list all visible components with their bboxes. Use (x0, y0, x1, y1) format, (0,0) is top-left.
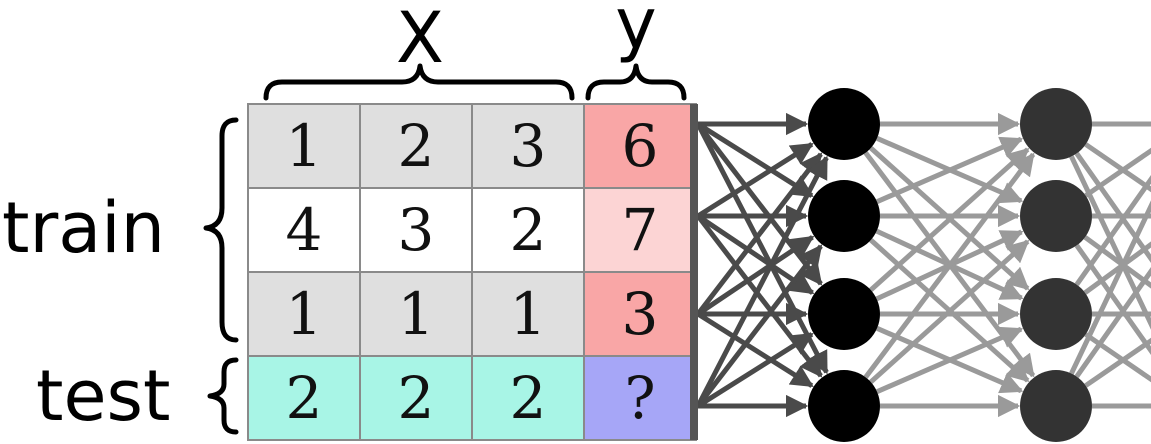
x-cell-value: 2 (286, 364, 323, 432)
output-edge (1083, 241, 1151, 295)
x-cell (359, 187, 473, 273)
x-cell (471, 103, 585, 189)
x-cell-value: 2 (510, 364, 547, 432)
y-cell (583, 355, 697, 441)
x-cell (247, 355, 361, 441)
node-layer-1 (808, 180, 880, 252)
hidden-layer-1 (808, 88, 880, 442)
node-layer-2 (1020, 370, 1092, 442)
train-row: 1 2 3 6 (247, 103, 697, 189)
y-brace (585, 63, 687, 101)
hidden-edge (869, 147, 1030, 292)
x-cell (471, 187, 585, 273)
x-cell-value: 2 (398, 112, 435, 180)
node-layer-2 (1020, 88, 1092, 160)
output-edge (1084, 337, 1151, 388)
input-edge (696, 152, 823, 316)
output-edge (1069, 155, 1151, 330)
train-label: train (2, 187, 165, 269)
hidden-edge (876, 136, 1024, 204)
train-row: 4 3 2 7 (247, 187, 697, 273)
hidden-edge (876, 326, 1024, 394)
input-edge (696, 311, 814, 388)
data-table: 1 2 3 6 4 3 2 7 1 1 1 3 2 2 2? (247, 103, 698, 441)
test-label: test (36, 355, 170, 437)
output-edge (1069, 200, 1151, 375)
input-edge (696, 121, 814, 198)
input-edge (696, 235, 815, 317)
x-cell-value: 2 (510, 196, 547, 264)
x-cell-value: 1 (510, 280, 547, 348)
y-header-label: y (615, 0, 656, 65)
input-edge (696, 332, 814, 409)
node-layer-2 (1020, 278, 1092, 350)
table-right-edge (690, 104, 698, 440)
output-edge (1084, 147, 1151, 198)
hidden-edge (869, 239, 1030, 384)
x-cell-value: 1 (286, 280, 323, 348)
hidden-edge (863, 152, 1036, 379)
node-layer-2 (1020, 180, 1092, 252)
x-cell-value: 3 (510, 112, 547, 180)
output-edge (1074, 174, 1151, 287)
node-layer-1 (808, 278, 880, 350)
x-header-label: X (396, 0, 444, 79)
x-cell-value: 2 (398, 364, 435, 432)
input-edge (696, 142, 814, 219)
x-cell (471, 355, 585, 441)
input-edge (695, 155, 829, 408)
x-cell-value: 1 (398, 280, 435, 348)
x-cell (247, 271, 361, 357)
x-cell-value: 1 (286, 112, 323, 180)
x-brace (263, 63, 575, 101)
input-edge (696, 244, 823, 408)
node-layer-1 (808, 370, 880, 442)
output-edge (1084, 332, 1151, 383)
hidden-edges (863, 112, 1151, 418)
y-cell-value: 6 (622, 112, 659, 180)
x-cell (247, 187, 361, 273)
train-brace (203, 117, 239, 343)
output-edge (1074, 243, 1151, 356)
train-row: 1 1 1 3 (247, 271, 697, 357)
test-row: 2 2 2? (247, 355, 697, 441)
node-layer-1 (808, 88, 880, 160)
input-edges (695, 112, 829, 418)
x-cell-value: 3 (398, 196, 435, 264)
x-cell (471, 271, 585, 357)
x-cell-value: 4 (286, 196, 323, 264)
input-edge (695, 122, 829, 375)
y-cell-value: 3 (622, 280, 659, 348)
output-edge (1084, 142, 1151, 193)
y-cell-value: ? (624, 364, 655, 432)
y-cell-value: 7 (622, 196, 659, 264)
test-brace (207, 357, 239, 435)
y-cell (583, 187, 697, 273)
output-edge (1074, 151, 1151, 264)
x-cell (359, 355, 473, 441)
output-edge (1074, 266, 1151, 379)
hidden-layer-2 (1020, 88, 1092, 442)
